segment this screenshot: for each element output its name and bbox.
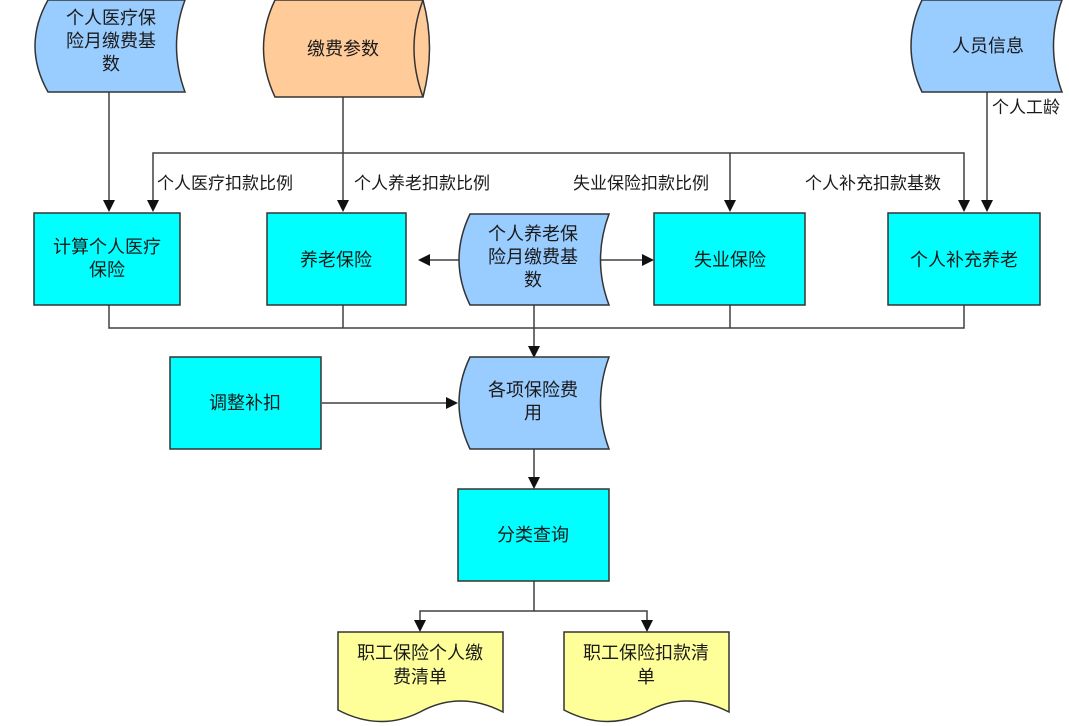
process-box [653, 212, 806, 306]
node-text-line: 个人补充养老 [910, 250, 1018, 271]
node-text-line: 费清单 [393, 667, 447, 688]
process-box [33, 212, 181, 306]
edge-query-to-doc-deduct [534, 610, 653, 632]
node-query[interactable]: 分类查询 [457, 488, 610, 582]
edge-params-to-supplement [730, 152, 970, 212]
node-text-line: 分类查询 [497, 525, 569, 546]
node-supplement[interactable]: 个人补充养老 [887, 212, 1041, 306]
node-text-line: 各项保险费 [488, 380, 578, 401]
data-store-shape [458, 356, 611, 450]
node-text-line: 职工保险扣款清 [583, 643, 709, 664]
label-medical-ratio: 个人医疗扣款比例 [157, 174, 293, 194]
node-text-line: 用 [524, 403, 542, 424]
cylinder-shape [262, 0, 431, 98]
data-store-shape [458, 213, 611, 306]
process-box [266, 212, 407, 306]
edge-params-bus [152, 152, 731, 210]
node-text-line: 计算个人医疗 [53, 237, 161, 258]
node-text-line: 缴费参数 [307, 39, 379, 60]
node-text-line: 失业保险 [694, 250, 766, 271]
process-box [887, 212, 1041, 306]
node-medical-base[interactable]: 个人医疗保 险月缴费基 数 [34, 0, 187, 93]
node-fees[interactable]: 各项保险费 用 [458, 356, 611, 450]
node-text-line: 人员信息 [952, 36, 1024, 57]
node-calc-medical[interactable]: 计算个人医疗 保险 [33, 212, 181, 306]
node-pension-base[interactable]: 个人养老保 险月缴费基 数 [458, 213, 611, 306]
node-text-line: 个人养老保 [488, 224, 578, 245]
data-store-shape [910, 0, 1064, 93]
node-doc-deduct[interactable]: 职工保险扣款清 单 [563, 631, 730, 723]
label-unemployment-ratio: 失业保险扣款比例 [573, 174, 709, 194]
node-text-line: 险月缴费基 [488, 247, 578, 268]
node-unemployment[interactable]: 失业保险 [653, 212, 806, 306]
node-staff-info[interactable]: 人员信息 [910, 0, 1064, 93]
data-store-shape [34, 0, 187, 93]
edge-results-bus [108, 305, 965, 329]
node-text-line: 保险 [89, 260, 125, 281]
label-supplement-base: 个人补充扣款基数 [805, 174, 941, 194]
node-text-line: 数 [524, 270, 542, 291]
node-text-line: 个人医疗保 [66, 8, 156, 29]
node-text-line: 调整补扣 [209, 393, 281, 414]
node-pension[interactable]: 养老保险 [266, 212, 407, 306]
label-pension-ratio: 个人养老扣款比例 [354, 174, 490, 194]
process-box [457, 488, 610, 582]
edge-query-to-doc-personal [414, 580, 535, 632]
connectors [103, 92, 993, 632]
label-seniority: 个人工龄 [992, 98, 1060, 118]
node-text-line: 数 [102, 54, 120, 75]
node-text-line: 养老保险 [300, 250, 372, 271]
node-adjust[interactable]: 调整补扣 [169, 356, 322, 450]
node-text-line: 职工保险个人缴 [357, 643, 483, 664]
document-shape [337, 631, 504, 723]
process-box [169, 356, 322, 450]
node-text-line: 险月缴费基 [66, 31, 156, 52]
node-fee-params[interactable]: 缴费参数 [262, 0, 431, 98]
cylinder-end [413, 0, 424, 98]
node-text-line: 单 [637, 667, 655, 688]
node-doc-personal[interactable]: 职工保险个人缴 费清单 [337, 631, 504, 723]
document-shape [563, 631, 730, 723]
